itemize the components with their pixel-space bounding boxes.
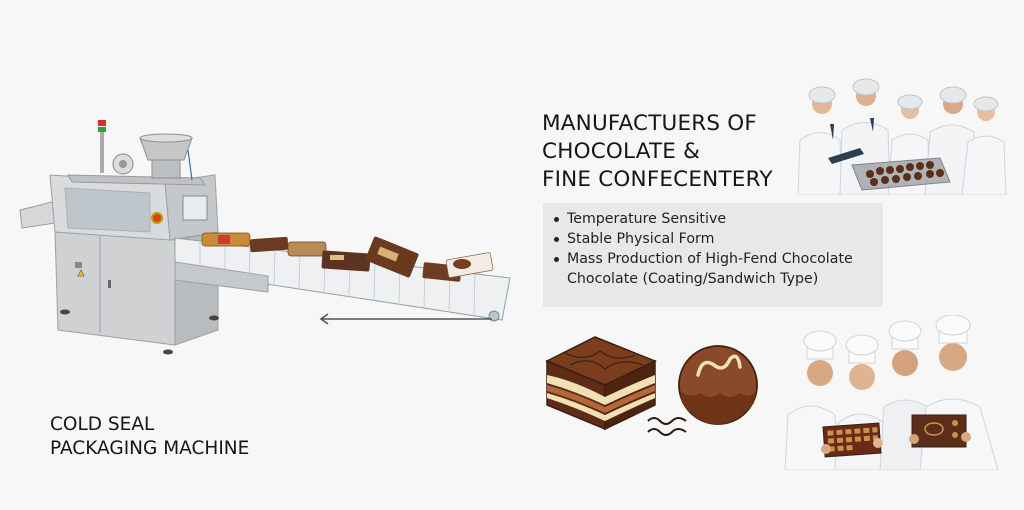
wavy-lines-icon — [647, 417, 687, 436]
bullet-icon — [554, 237, 559, 242]
heading-line-3: FINE CONFECENTERY — [542, 167, 773, 192]
bullet-icon — [554, 257, 559, 262]
packaging-machine-illustration — [19, 120, 511, 355]
feature-item-continuation: Chocolate (Coating/Sandwich Type) — [567, 271, 819, 287]
chocolate-truffle-icon — [678, 345, 758, 425]
features-list: Temperature Sensitive Stable Physical Fo… — [553, 209, 873, 289]
chocolate-layer-cake-icon — [545, 336, 657, 431]
bullet-icon — [554, 217, 559, 222]
page-heading: MANUFACTUERS OF CHOCOLATE & FINE CONFECE… — [542, 110, 773, 194]
arrow-left-icon — [319, 313, 492, 325]
feature-item: Mass Production of High-Fend Chocolate — [553, 249, 873, 269]
machine-title-line-1: COLD SEAL — [50, 414, 155, 435]
feature-item: Temperature Sensitive — [553, 209, 873, 229]
quality-team-photo — [797, 78, 1007, 195]
feature-item: Stable Physical Form — [553, 229, 873, 249]
machine-title-line-2: PACKAGING MACHINE — [50, 438, 250, 459]
heading-line-2: CHOCOLATE & — [542, 139, 701, 164]
machine-title: COLD SEAL PACKAGING MACHINE — [50, 413, 249, 461]
heading-line-1: MANUFACTUERS OF — [542, 111, 757, 136]
chefs-photo — [784, 315, 999, 470]
features-box: Temperature Sensitive Stable Physical Fo… — [543, 203, 883, 307]
